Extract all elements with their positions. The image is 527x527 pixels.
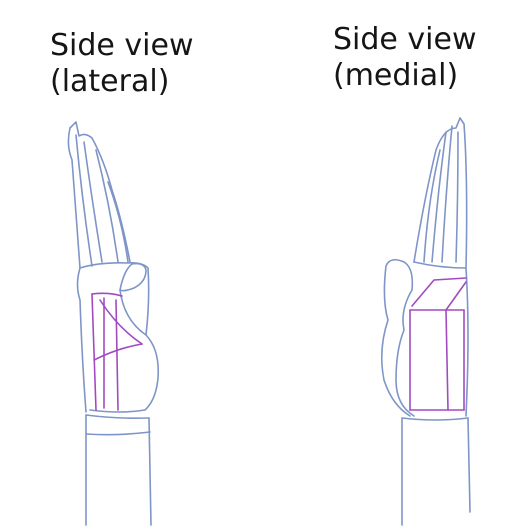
lateral-struct-top	[91, 292, 123, 297]
lateral-struct-diagonal-1	[99, 299, 143, 345]
medial-struct-mid	[445, 309, 449, 411]
lateral-finger-line-4	[107, 181, 129, 263]
lateral-finger-line-3	[95, 149, 119, 263]
medial-finger-outline-front	[413, 117, 461, 263]
lateral-finger-line-2	[83, 141, 103, 263]
lateral-thumb-tip	[119, 262, 147, 292]
medial-wrist-outline-right	[467, 417, 471, 513]
medial-thumb-outline	[380, 258, 411, 417]
medial-finger-line-1	[441, 125, 453, 263]
lateral-struct-diagonal-2	[93, 343, 143, 361]
lateral-cuff-line	[85, 414, 150, 419]
lateral-wrist-outline-right	[148, 417, 152, 526]
medial-finger-line-3	[423, 149, 441, 263]
medial-cuff-line	[401, 417, 469, 421]
lateral-cuff-line-lower	[85, 431, 151, 436]
lateral-palm-back	[76, 267, 87, 413]
medial-finger-line-4	[455, 131, 459, 263]
lateral-struct-back	[91, 293, 97, 411]
medial-palm-back	[413, 261, 469, 417]
lateral-finger-outline-back	[67, 127, 81, 269]
lateral-thumb-base	[119, 289, 147, 336]
medial-finger-line-2	[431, 131, 447, 263]
medial-finger-outline-back	[459, 117, 468, 269]
medial-struct-knuckle-1	[411, 277, 467, 307]
lateral-struct-mid-2	[115, 299, 119, 411]
lateral-view-label-line1: Side view	[50, 28, 194, 63]
lateral-thumb-pad	[89, 334, 160, 413]
lateral-view-label-line2: (lateral)	[50, 64, 170, 99]
lateral-view-label: Side view (lateral)	[50, 28, 194, 100]
lateral-finger-outline-front	[69, 121, 131, 263]
lateral-palm-top	[79, 262, 150, 336]
lateral-hand-sketch	[67, 121, 160, 526]
medial-struct-knuckle-2	[445, 281, 467, 311]
lateral-finger-line-1	[75, 134, 93, 267]
medial-view-label-line2: (medial)	[333, 58, 459, 93]
medial-palm-front	[395, 261, 415, 417]
medial-hand-sketch	[380, 117, 471, 526]
medial-view-label-line1: Side view	[333, 22, 477, 57]
medial-view-label: Side view (medial)	[333, 22, 477, 94]
